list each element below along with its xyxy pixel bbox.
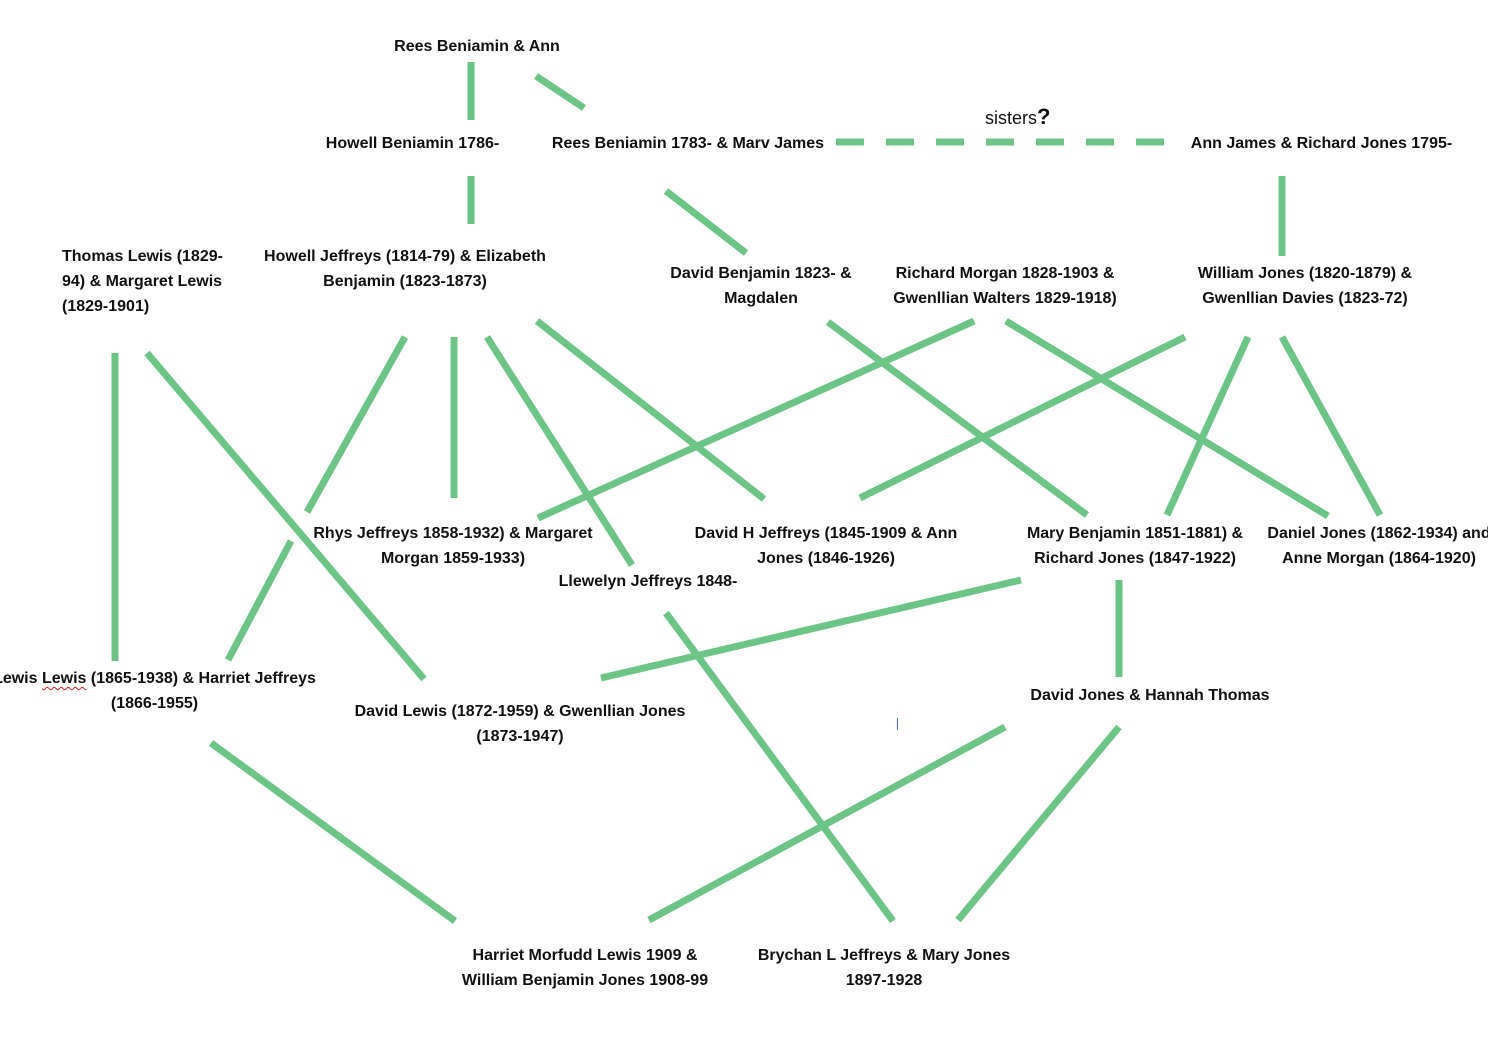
question-mark: ? <box>1037 104 1051 129</box>
link-lewis-harriet-to-harriet-william <box>208 740 458 924</box>
node-thomas-margaret: Thomas Lewis (1829- 94) & Margaret Lewis… <box>62 248 223 315</box>
node-ann-richard: Ann James & Richard Jones 1795- <box>1190 135 1453 152</box>
link-david-magdalen-to-mary-richard <box>825 319 1090 518</box>
link-william-to-daniel <box>1278 335 1384 517</box>
sisters-label: sisters <box>985 108 1038 128</box>
link-william-to-david-ann <box>858 333 1187 502</box>
node-richard-gwenllian: Richard Morgan 1828-1903 & Gwenllian Wal… <box>893 265 1117 307</box>
link-howell-el-to-llewelyn <box>484 335 635 567</box>
node-howell: Howell Beniamin 1786- <box>325 135 500 152</box>
link-william-to-mary-richard <box>1163 335 1252 517</box>
node-lewis-harriet: Lewis Lewis (1865-1938) & Harriet Jeffre… <box>0 666 317 716</box>
link-richard-morgan-to-rhys <box>536 317 976 522</box>
node-david-hannah: David Jones & Hannah Thomas <box>1030 687 1270 704</box>
lewis-surname-misspelled: Lewis <box>41 670 87 687</box>
link-howell-el-to-david-ann <box>534 318 767 502</box>
node-rees-ann: Rees Beniamin & Ann <box>394 38 560 55</box>
node-david-ann: David H Jeffreys (1845-1909 & Ann Jones … <box>694 525 958 567</box>
text-cursor <box>897 718 898 730</box>
node-david-magdalen: David Benjamin 1823- & Magdalen <box>670 265 852 307</box>
link-rees-mary-to-david-magdalen <box>663 188 749 256</box>
link-david-hannah-to-brychan <box>955 724 1122 923</box>
link-llewelyn-to-brychan <box>663 610 896 924</box>
link-richard-morgan-to-daniel <box>1004 318 1330 519</box>
link-howell-el-to-lewis-harriet-segment <box>224 539 295 662</box>
node-rhys-margaret: Rhys Jeffreys 1858-1932) & Margaret Morg… <box>313 525 593 567</box>
node-rees-mary: Rees Beniamin 1783- & Marv James <box>551 135 825 152</box>
lewis-first-name: Lewis <box>0 670 38 687</box>
node-brychan-mary: Brychan L Jeffreys & Mary Jones 1897-192… <box>757 947 1011 989</box>
link-mary-richard-to-david-lewis <box>600 576 1022 682</box>
node-harriet-william: Harriet Morfudd Lewis 1909 & William Ben… <box>461 947 709 989</box>
node-david-lewis: David Lewis (1872-1959) & Gwenllian Jone… <box>354 703 686 745</box>
node-llewelyn: Llewelyn Jeffreys 1848- <box>558 573 738 590</box>
link-howell-el-to-rhys-segment <box>303 335 409 514</box>
lewis-line2: (1866-1955) <box>110 695 199 712</box>
node-daniel-anne: Daniel Jones (1862-1934) and Anne Morgan… <box>1267 525 1488 567</box>
link-david-hannah-to-harriet-william <box>647 723 1007 924</box>
node-howell-elizabeth: Howell Jeffreys (1814-79) & Elizabeth Be… <box>264 248 546 290</box>
link-rees-ann-to-rees-mary <box>534 73 586 111</box>
node-mary-richard: Mary Benjamin 1851-1881) & Richard Jones… <box>1026 525 1244 567</box>
lewis-rest: (1865-1938) & Harriet Jeffreys <box>86 670 316 687</box>
sisters-annotation: sisters? <box>985 104 1050 130</box>
node-william-gwenllian: William Jones (1820-1879) & Gwenllian Da… <box>1197 265 1413 307</box>
link-thomas-to-david-lewis <box>144 350 427 682</box>
